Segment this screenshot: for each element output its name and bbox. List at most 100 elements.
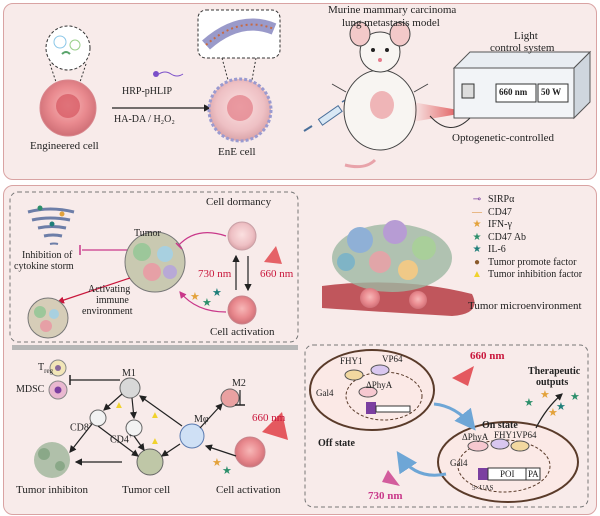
legend-item: ★IL-6	[470, 244, 506, 255]
tumor-cell	[136, 448, 164, 476]
svg-text:▲: ▲	[150, 410, 160, 421]
pa-label: PA	[528, 469, 539, 479]
light-line1: Light	[514, 30, 538, 42]
svg-text:★: ★	[548, 407, 558, 419]
reagent-top-label: HRP-pHLIP	[122, 86, 173, 97]
receptor-icon: ⊸	[472, 194, 482, 205]
ligand-icon: —	[472, 206, 482, 218]
gal4-on-label: Gal4	[450, 458, 468, 468]
dot-icon: ●	[473, 256, 481, 268]
uas-label: 5×UAS	[472, 484, 494, 492]
mouse-icon	[331, 21, 429, 169]
svg-text:▲: ▲	[150, 436, 160, 447]
engineered-cell-icon	[39, 25, 97, 137]
poi-label: POI	[500, 469, 515, 479]
cd4-sup: +	[128, 432, 133, 440]
legend-label: CD47 Ab	[488, 231, 527, 243]
vp64-off-label: VP64	[382, 354, 403, 364]
phya-on-label: ΔPhyA	[462, 432, 489, 442]
reagent-arrow	[112, 71, 212, 112]
cd8-sup: +	[88, 420, 93, 428]
cell-dormancy-label: Cell dormancy	[206, 196, 272, 208]
star-icon: ★	[472, 219, 482, 230]
phya-off-label: ΔPhyA	[366, 380, 393, 390]
cd4-label: CD4+	[110, 432, 133, 445]
therapeutic-stars: ★ ★ ★ ★ ★	[524, 389, 580, 419]
cell-activation-bottom-label: Cell activation	[216, 484, 281, 496]
light-cone-660-circuit	[452, 366, 474, 386]
w-display: 50 W	[541, 87, 562, 97]
legend-label: SIRPα	[488, 194, 515, 205]
svg-text:★: ★	[540, 389, 550, 401]
activating-line3: environment	[82, 306, 133, 317]
tumor-cell-label: Tumor cell	[122, 484, 171, 496]
nm660-label: 660 nm	[260, 268, 294, 280]
mphi-label: Mφ	[194, 414, 209, 425]
reagent-bottom-label: HA-DA / H₂O₂	[114, 114, 175, 125]
light-cone-660-bottom	[262, 412, 288, 440]
m2-label: M2	[232, 378, 246, 389]
engineered-cell-label: Engineered cell	[30, 140, 99, 152]
tumor-icon	[124, 231, 186, 293]
nm-display: 660 nm	[499, 87, 528, 97]
promoter-off	[366, 402, 376, 414]
gal4-off-label: Gal4	[316, 388, 334, 398]
tumor-label: Tumor	[134, 228, 161, 239]
svg-text:★: ★	[524, 397, 534, 409]
star-icon: ★	[472, 244, 482, 255]
activating-line2: immune	[96, 295, 129, 306]
therapeutic-line2: outputs	[536, 377, 569, 388]
svg-text:★: ★	[212, 457, 222, 469]
light-control-box	[429, 50, 592, 128]
svg-text:★: ★	[556, 401, 566, 413]
genetic-circuit-box	[304, 344, 589, 508]
legend-item: ★ IFN-γ	[470, 219, 512, 230]
therapeutic-line1: Therapeutic	[528, 366, 581, 377]
svg-text:★: ★	[212, 287, 222, 299]
ene-cell-label: EnE cell	[218, 146, 256, 158]
legend-label: IFN-γ	[488, 219, 512, 230]
on-state-label: On state	[482, 420, 518, 431]
legend-label: CD47	[488, 206, 512, 218]
microenv-label: Tumor microenvironment	[468, 300, 582, 312]
legend-item: ⊸ SIRPα	[470, 194, 515, 205]
svg-text:★: ★	[202, 297, 212, 309]
treg-main: T	[38, 362, 45, 373]
light-cone-730-circuit	[382, 470, 400, 486]
treg-label: Treg	[38, 362, 53, 375]
fhy1-off-label: FHY1	[340, 356, 363, 366]
light-cone-660	[264, 246, 282, 264]
model-line1: Murine mammary carcinoma	[328, 4, 457, 16]
svg-text:★: ★	[222, 465, 232, 477]
svg-text:★: ★	[570, 391, 580, 403]
star-icon: ★	[472, 231, 482, 243]
m1-label: M1	[122, 368, 136, 379]
cd4-main: CD4	[110, 434, 129, 446]
inhibition-line1: Inhibition of	[22, 250, 73, 261]
dormant-cell	[227, 221, 257, 251]
triangle-icon: ▲	[472, 269, 482, 280]
tumor-inhibition-label: Tumor inhibiton	[16, 484, 89, 496]
light-line2: control system	[490, 42, 555, 54]
legend-item: ▲ Tumor inhibition factor	[470, 269, 582, 280]
vp64-on-label: VP64	[516, 430, 537, 440]
section-divider	[12, 345, 298, 350]
tumor-microenvironment-icon	[322, 220, 475, 316]
activation-box	[9, 191, 299, 343]
activating-line1: Activating	[88, 284, 131, 295]
activation-cell-bottom	[234, 436, 266, 468]
m2-cell	[220, 388, 240, 408]
m1-cell	[119, 377, 141, 399]
factor-stars-top: ★ ★ ★	[190, 287, 222, 309]
svg-text:▲: ▲	[114, 400, 124, 411]
optogenetic-label: Optogenetic-controlled	[452, 132, 555, 144]
nm730-circuit-label: 730 nm	[368, 490, 403, 502]
promoter-on	[478, 468, 488, 480]
nm660-bottom-label: 660 nm	[252, 412, 286, 424]
legend-label: Tumor inhibition factor	[488, 269, 583, 280]
legend-label: Tumor promote factor	[488, 256, 577, 268]
model-line2: lung metastasis model	[342, 17, 440, 29]
cell-activation-label: Cell activation	[210, 326, 275, 338]
tumor-inhibition-icon	[34, 442, 70, 478]
